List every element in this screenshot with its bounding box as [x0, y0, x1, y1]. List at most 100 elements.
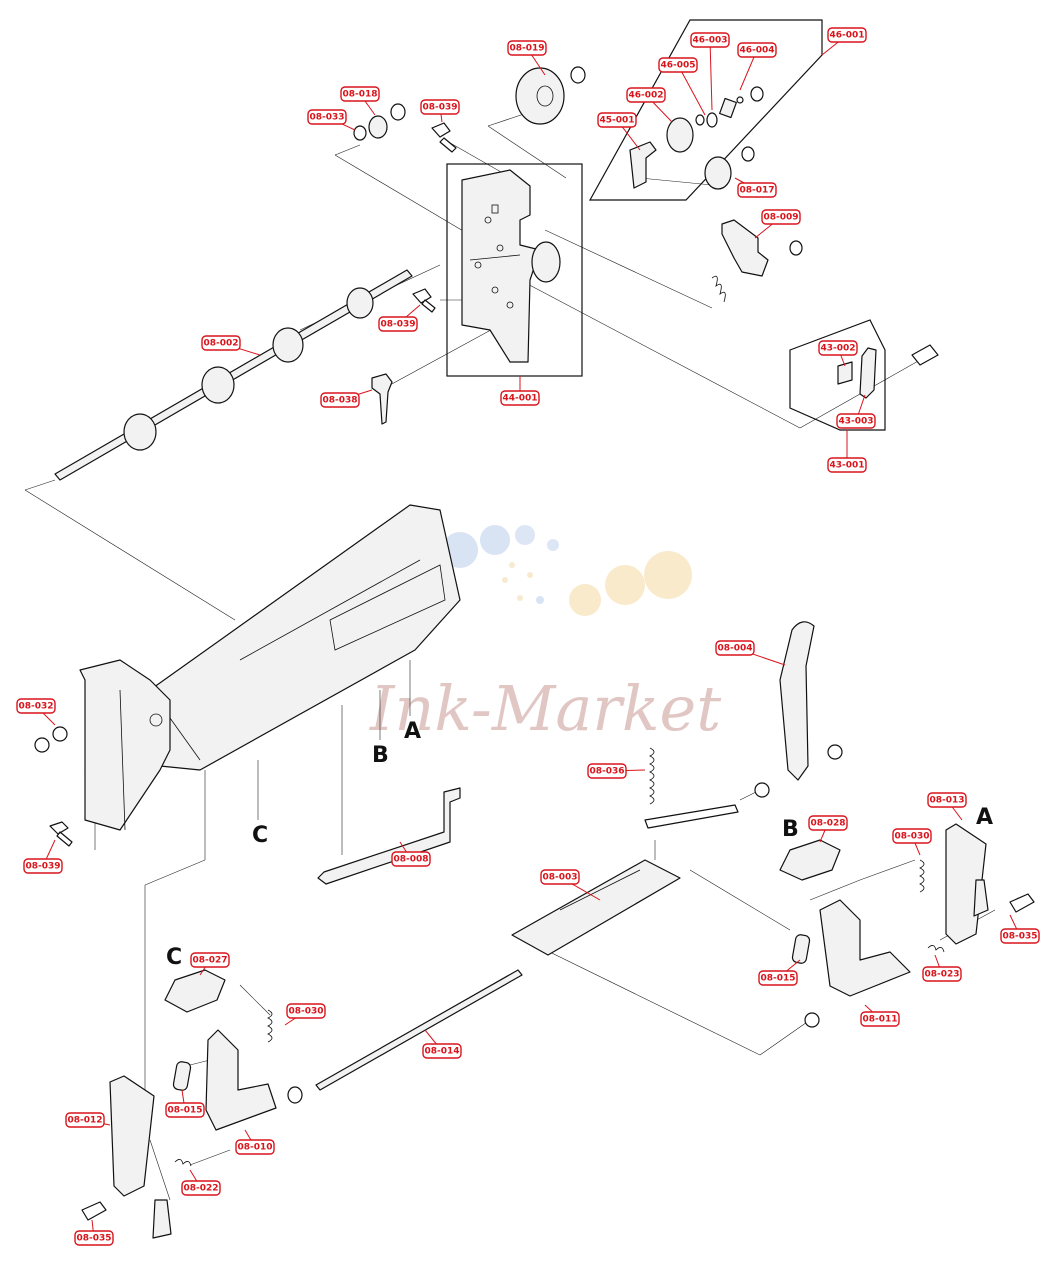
callout-08-032: 08-032	[16, 698, 56, 726]
reference-letter-c: C	[252, 760, 268, 848]
callout-box	[927, 792, 967, 808]
spring-08-022	[174, 1159, 192, 1167]
callout-08-010: 08-010	[235, 1129, 275, 1155]
callout-08-003: 08-003	[540, 869, 601, 901]
link-08-015-left	[172, 1061, 192, 1091]
callout-box	[190, 952, 230, 968]
spring-08-036	[649, 747, 655, 805]
callout-08-012: 08-012	[65, 1112, 111, 1128]
spring-08-030-left	[267, 1009, 273, 1043]
gear-08-018	[353, 103, 406, 141]
side-plate-44-001	[461, 169, 561, 363]
screw-08-039-top	[431, 122, 457, 153]
spring-08-030-right	[919, 859, 925, 893]
gear-08-019	[515, 66, 586, 125]
gear-set-46	[629, 86, 764, 190]
reference-letter-a: A	[976, 805, 993, 830]
callout-label: 08-014	[424, 1047, 459, 1057]
reference-letter-text: A	[404, 719, 421, 744]
callout-label: 08-002	[203, 339, 238, 349]
callout-08-017: 08-017	[734, 177, 777, 198]
frame-43-001	[789, 319, 886, 431]
callout-label: 08-003	[542, 873, 577, 883]
watermark: Ink-Market	[358, 525, 721, 745]
part-08-027	[164, 969, 226, 1013]
callout-box	[23, 858, 63, 874]
callout-46-001: 46-001	[821, 27, 867, 56]
callout-08-030: 08-030	[892, 828, 932, 856]
callout-label: 08-030	[288, 1007, 323, 1017]
callout-box	[860, 1011, 900, 1027]
watermark-text: Ink-Market	[369, 672, 721, 745]
screw-08-035-right	[1009, 893, 1035, 913]
callout-box	[165, 1102, 205, 1118]
callout-box	[235, 1139, 275, 1155]
callout-box	[74, 1230, 114, 1246]
callout-box	[422, 1043, 462, 1059]
callout-43-002: 43-002	[818, 340, 858, 367]
callout-46-005: 46-005	[658, 57, 706, 116]
bracket-08-003	[511, 804, 739, 956]
reference-letter-b: B	[372, 690, 389, 768]
callout-label: 08-009	[763, 213, 798, 223]
callout-box	[827, 457, 867, 473]
callout-label: 08-008	[393, 855, 428, 865]
callout-label: 08-004	[717, 644, 752, 654]
callout-08-004: 08-004	[715, 640, 786, 666]
callout-46-002: 46-002	[626, 87, 673, 123]
callout-label: 08-022	[183, 1184, 218, 1194]
callout-08-013: 08-013	[927, 792, 967, 821]
reference-letter-text: B	[372, 743, 389, 768]
callout-label: 43-002	[820, 344, 855, 354]
callout-label: 08-039	[25, 862, 60, 872]
callout-08-027: 08-027	[190, 952, 230, 976]
callout-box	[690, 32, 730, 48]
callout-box	[597, 112, 637, 128]
callout-box	[737, 42, 777, 58]
callout-43-001: 43-001	[827, 430, 867, 473]
callout-08-008: 08-008	[391, 841, 431, 867]
callout-label: 08-033	[309, 113, 344, 123]
reference-letter-text: A	[976, 805, 993, 830]
spring-08-023	[927, 945, 945, 953]
callout-box	[201, 335, 241, 351]
callout-leader	[709, 39, 713, 111]
callout-08-015: 08-015	[758, 959, 801, 986]
arm-08-004	[754, 621, 843, 798]
callout-label: 46-004	[739, 46, 774, 56]
callout-label: 08-036	[589, 767, 624, 777]
callout-label: 08-013	[929, 796, 964, 806]
callout-label: 08-010	[237, 1143, 272, 1153]
screw-08-039-mid	[412, 288, 436, 313]
callout-label: 08-015	[167, 1106, 202, 1116]
part-08-028	[779, 839, 841, 881]
callout-box	[320, 392, 360, 408]
reference-letter-c: C	[166, 945, 182, 970]
reference-letter-text: C	[166, 945, 182, 970]
callout-08-014: 08-014	[422, 1029, 462, 1059]
callout-08-015: 08-015	[165, 1089, 205, 1118]
reference-letter-text: C	[252, 823, 268, 848]
callout-label: 08-035	[1002, 932, 1037, 942]
callout-08-039: 08-039	[23, 839, 63, 874]
frame-44-001	[446, 163, 583, 377]
right-parts	[779, 823, 1035, 1028]
callout-08-038: 08-038	[320, 389, 373, 408]
callout-label: 43-001	[829, 461, 864, 471]
callout-08-011: 08-011	[860, 1004, 900, 1027]
callout-box	[658, 57, 698, 73]
callout-box	[808, 815, 848, 831]
callout-08-039: 08-039	[378, 304, 421, 332]
callout-box	[715, 640, 755, 656]
callout-box	[540, 869, 580, 885]
screws-left	[34, 726, 73, 847]
callout-box	[16, 698, 56, 714]
part-08-010	[205, 1029, 277, 1131]
callout-46-003: 46-003	[690, 32, 730, 111]
callout-box	[340, 86, 380, 102]
callout-label: 46-001	[829, 31, 864, 41]
callout-label: 08-011	[862, 1015, 897, 1025]
bracket-43	[837, 344, 939, 399]
callout-leader	[677, 64, 706, 116]
